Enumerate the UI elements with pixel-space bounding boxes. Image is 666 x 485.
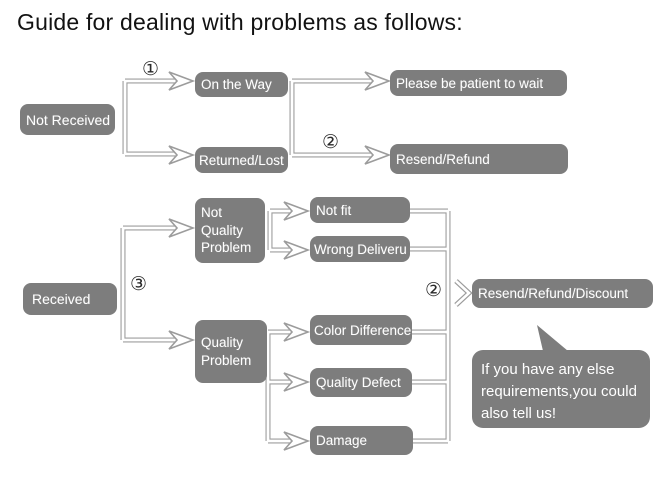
speech-bubble-tail (537, 325, 568, 351)
step-1-badge: ① (142, 58, 160, 80)
chevron-right-icon (454, 279, 473, 307)
speech-bubble: If you have any else requirements,you co… (472, 350, 650, 428)
node-resend-refund: Resend/Refund (390, 144, 568, 174)
node-resend-refund-discount: Resend/Refund/Discount (472, 279, 653, 308)
node-wrong-delivery: Wrong Deliveru (310, 236, 410, 262)
node-quality-defect: Quality Defect (310, 368, 412, 397)
node-received: Received (23, 283, 117, 315)
node-color-difference: Color Difference (310, 315, 412, 345)
node-quality-problem: Quality Problem (195, 320, 267, 383)
node-not-quality-problem: Not Quality Problem (195, 198, 265, 263)
node-not-fit: Not fit (310, 197, 410, 223)
step-2-badge-bottom: ② (425, 279, 443, 301)
step-3-badge: ③ (130, 273, 148, 295)
node-damage: Damage (310, 426, 413, 455)
node-please-be-patient: Please be patient to wait (390, 70, 567, 96)
node-on-the-way: On the Way (195, 72, 288, 97)
page-title: Guide for dealing with problems as follo… (17, 9, 463, 35)
step-2-badge-top: ② (322, 131, 340, 153)
node-returned-lost: Returned/Lost (195, 147, 288, 173)
node-not-received: Not Received (20, 104, 115, 135)
arrowhead-right-icons (168, 71, 392, 451)
connector-lines-inner (121, 79, 450, 443)
